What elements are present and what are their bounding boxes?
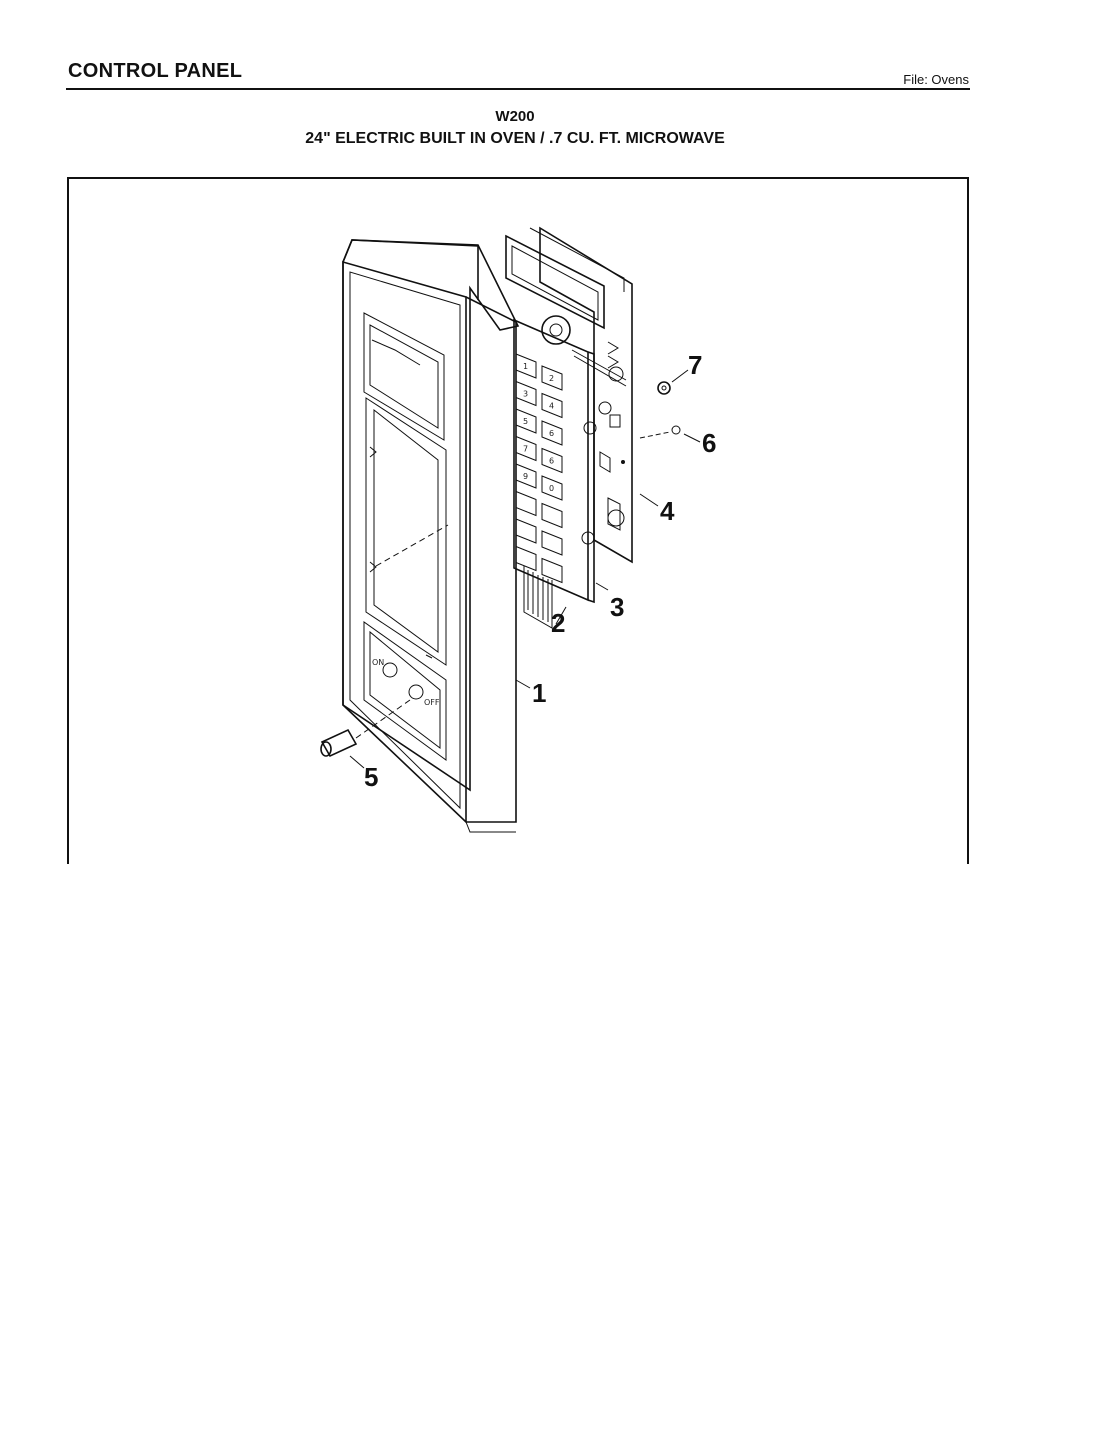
- knob-pin-part: [320, 699, 411, 758]
- file-label: File: Ovens: [903, 72, 969, 87]
- keypad-key: [515, 463, 537, 489]
- keypad-key: [515, 380, 537, 407]
- callout-3: 3: [610, 592, 624, 622]
- keypad-key: [515, 490, 537, 517]
- knob-off-label: OFF: [424, 698, 440, 707]
- keypad-key: [541, 420, 563, 446]
- callout-4: 4: [660, 496, 675, 526]
- diagram-subtitle: 24" ELECTRIC BUILT IN OVEN / .7 CU. FT. …: [305, 130, 725, 147]
- keypad-key: [541, 447, 563, 474]
- keypad-key: [515, 545, 537, 572]
- knob-on-label: ON: [372, 658, 384, 667]
- circuit-board-part: [505, 226, 633, 564]
- control-bezel-part: ON OFF: [342, 239, 520, 833]
- keypad-key-label: 9: [523, 472, 528, 481]
- screw-part: [639, 425, 681, 439]
- leader-lines: [349, 369, 701, 769]
- keypad-key: [515, 518, 537, 544]
- keypad-key: [515, 353, 537, 379]
- keypad-key-label: 1: [523, 362, 528, 371]
- callout-2: 2: [551, 608, 565, 638]
- keypad-key-label: 2: [549, 374, 554, 383]
- keypad-key: [541, 557, 563, 584]
- keypad-membrane-part: 1 2 3 4 5 6 7 6 9 0: [513, 318, 595, 629]
- keypad-key: [541, 502, 563, 529]
- keypad-key-label: 7: [523, 445, 528, 454]
- keypad-key: [541, 530, 563, 556]
- keypad-key-label: 6: [549, 429, 554, 438]
- callout-6: 6: [702, 428, 716, 458]
- nut-part: [657, 381, 671, 395]
- keypad-key: [541, 475, 563, 501]
- model-number: W200: [495, 108, 535, 125]
- keypad-key: [515, 408, 537, 434]
- keypad-key-label: 0: [549, 484, 554, 493]
- keypad-key: [541, 392, 563, 419]
- callout-1: 1: [532, 678, 546, 708]
- page-title: CONTROL PANEL: [68, 60, 243, 82]
- keypad-key-label: 6: [549, 457, 554, 466]
- keypad-key: [541, 365, 563, 391]
- keypad-key-label: 5: [523, 417, 528, 426]
- keypad-key-label: 3: [523, 390, 528, 399]
- header-rule: [66, 88, 970, 90]
- keypad-key: [515, 435, 537, 462]
- callout-5: 5: [364, 762, 378, 792]
- callout-7: 7: [688, 350, 702, 380]
- keypad-key-label: 4: [549, 402, 554, 411]
- diagram-frame: [67, 177, 969, 864]
